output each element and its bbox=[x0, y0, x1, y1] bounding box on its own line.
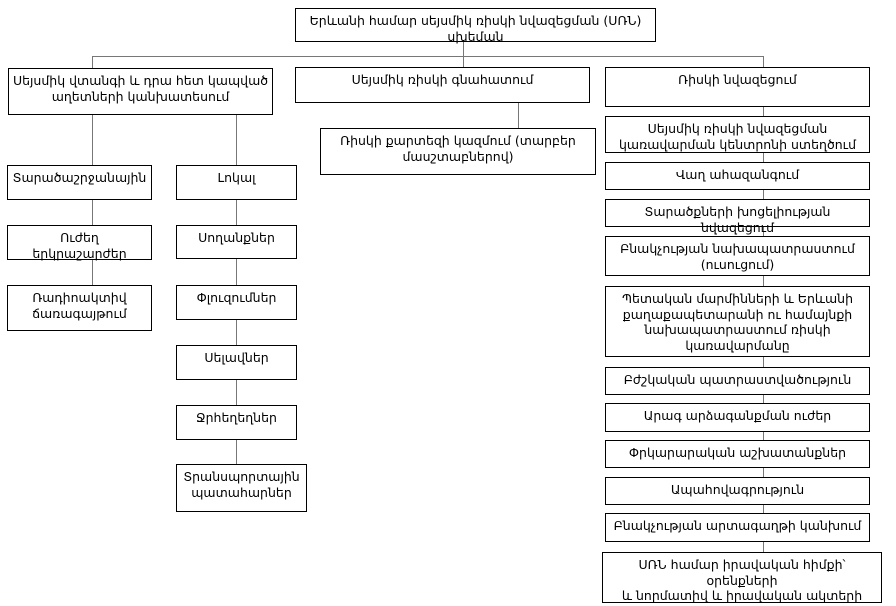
node-medical-preparedness: Բժշկական պատրաստվածություն bbox=[605, 367, 870, 395]
node-local: Լոկալ bbox=[176, 165, 297, 200]
node-risk-management-center: Սեյսմիկ ռիսկի նվազեցման կառավարման կենտր… bbox=[605, 116, 870, 153]
connector bbox=[463, 56, 464, 67]
connector bbox=[92, 56, 764, 57]
connector bbox=[92, 200, 93, 225]
connector bbox=[236, 320, 237, 345]
node-insurance: Ապահովագրություն bbox=[605, 477, 870, 505]
connector bbox=[763, 542, 764, 552]
connector bbox=[763, 276, 764, 286]
node-seismic-risk-assessment: Սեյսմիկ ռիսկի գնահատում bbox=[295, 67, 590, 103]
node-strong-earthquakes: Ուժեղ երկրաշարժեր bbox=[7, 225, 152, 261]
connector bbox=[763, 468, 764, 477]
node-seismic-hazard-forecast: Սեյսմիկ վտանգի և դրա հետ կապված աղետների… bbox=[8, 68, 273, 115]
node-transport-accidents: Տրանսպորտային պատահարներ bbox=[176, 464, 307, 512]
connector bbox=[92, 115, 93, 165]
connector bbox=[236, 259, 237, 285]
node-early-warning: Վաղ ահազանգում bbox=[605, 162, 870, 190]
connector bbox=[236, 380, 237, 405]
connector bbox=[763, 505, 764, 513]
node-scheme-title: Երևանի համար սեյսմիկ ռիսկի նվազեցման (ՍՌ… bbox=[295, 8, 656, 44]
connector bbox=[236, 115, 237, 165]
connector bbox=[763, 395, 764, 403]
node-regional: Տարածաշրջանային bbox=[7, 165, 152, 200]
node-floods: Ջրհեղեղներ bbox=[176, 405, 297, 440]
connector bbox=[763, 153, 764, 162]
connector bbox=[763, 107, 764, 116]
connector bbox=[236, 440, 237, 464]
node-state-bodies-preparation: Պետական մարմինների և Երևանի քաղաքապետարա… bbox=[605, 286, 870, 357]
node-radioactive-radiation: Ռադիոակտիվ ճառագայթում bbox=[7, 285, 152, 331]
connector bbox=[763, 227, 764, 236]
node-mudflows: Սելավներ bbox=[176, 345, 297, 380]
connector bbox=[463, 42, 464, 57]
node-rescue-works: Փրկարարական աշխատանքներ bbox=[605, 440, 870, 468]
connector bbox=[763, 357, 764, 367]
node-rapid-response-forces: Արագ արձագանքման ուժեր bbox=[605, 403, 870, 432]
node-landslides: Սողանքներ bbox=[176, 225, 297, 259]
node-legal-basis: ՍՌՆ համար իրավական հիմքի՝ օրենքների և նո… bbox=[602, 552, 882, 606]
connector bbox=[518, 103, 519, 128]
connector bbox=[763, 432, 764, 440]
connector bbox=[92, 260, 93, 285]
node-collapses: Փլուզումներ bbox=[176, 285, 297, 320]
node-risk-mapping: Ռիսկի քարտեզի կազմում (տարբեր մասշտաբներ… bbox=[320, 128, 596, 175]
connector bbox=[236, 200, 237, 225]
node-territory-vulnerability-reduction: Տարածքների խոցելիության նվազեցում bbox=[605, 199, 870, 235]
node-risk-reduction: Ռիսկի նվազեցում bbox=[605, 67, 870, 107]
node-population-preparation: Բնակչության նախապատրաստում (ուսուցում) bbox=[605, 236, 870, 276]
connector bbox=[763, 190, 764, 199]
node-emigration-prevention: Բնակչության արտագաղթի կանխում bbox=[605, 513, 870, 542]
connector bbox=[92, 56, 93, 68]
connector bbox=[763, 56, 764, 67]
